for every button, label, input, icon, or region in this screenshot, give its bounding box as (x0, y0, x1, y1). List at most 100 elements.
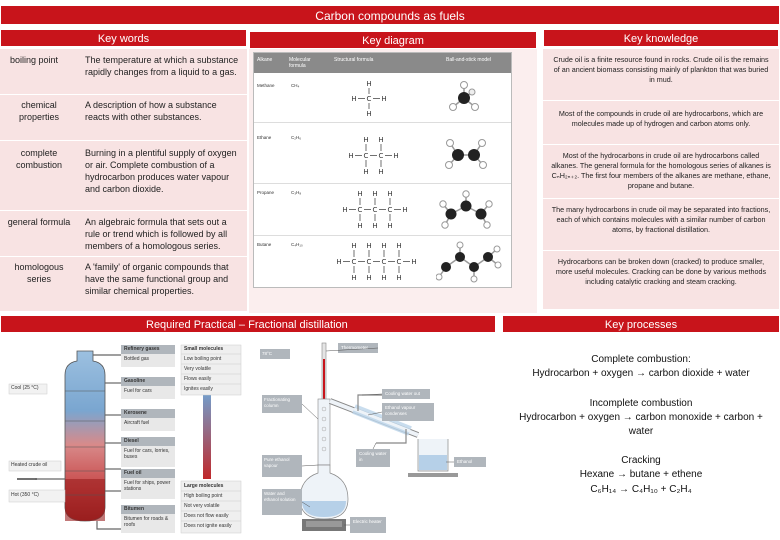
svg-text:C: C (358, 206, 363, 214)
svg-text:C: C (382, 258, 387, 266)
alkane-name: Ethane (257, 135, 272, 140)
key-word-term: complete combustion (15, 148, 63, 170)
svg-text:H: H (402, 206, 407, 214)
page-title: Carbon compounds as fuels (315, 9, 465, 23)
svg-text:H: H (363, 168, 368, 176)
cooling-water-out-label: Cooling water out (385, 391, 421, 396)
distillation-apparatus (260, 342, 486, 533)
key-knowledge-header: Key knowledge (543, 29, 779, 47)
key-word-row: homologous series A 'family' of organic … (0, 257, 247, 311)
key-processes-header: Key processes (502, 315, 780, 333)
svg-text:H: H (366, 110, 371, 118)
svg-text:C: C (379, 152, 384, 160)
key-diagram-panel: Alkane Molecular formula Structural form… (249, 49, 537, 313)
fraction-use: Fuel for cars (124, 388, 152, 394)
small-molecules-property: Ignites easily (184, 386, 213, 392)
incomplete-combustion-equation: Hydrocarbon + oxygen → carbon monoxide +… (519, 412, 763, 437)
svg-text:H: H (351, 95, 356, 103)
small-molecules-property: Very volatile (184, 366, 211, 372)
key-processes-title: Key processes (604, 319, 678, 331)
fractionating-column-label: Fractionating column (264, 397, 291, 408)
key-words-header: Key words (0, 29, 247, 47)
methane-ball-and-stick-model (449, 81, 479, 111)
svg-text:H: H (387, 190, 392, 198)
electric-heater-label: Electric heater (353, 519, 382, 524)
knowledge-item: The many hydrocarbons in crude oil may b… (543, 199, 779, 251)
alkane-formula: C₃H₈ (291, 190, 302, 195)
complete-combustion-title: Complete combustion: (591, 354, 691, 365)
key-word-row: chemical properties A description of how… (0, 95, 247, 141)
key-words-title: Key words (97, 33, 150, 45)
alkane-name: Methane (257, 83, 275, 88)
fraction-name: Bitumen (124, 506, 144, 512)
alkane-formula: C₂H₆ (291, 135, 302, 140)
alkane-formula: C₄H₁₀ (291, 242, 303, 247)
svg-text:C: C (364, 152, 369, 160)
key-diagram-title: Key diagram (362, 35, 424, 47)
large-molecules-property: Does not ignite easily (184, 523, 232, 529)
fraction-use: Aircraft fuel (124, 420, 150, 426)
knowledge-text: Most of the compounds in crude oil are h… (558, 109, 764, 128)
alkane-table: Alkane Molecular formula Structural form… (253, 52, 512, 288)
cracking-formula: C₆H₁₄ → C₄H₁₀ + C₂H₄ (590, 484, 692, 495)
svg-text:H: H (381, 242, 386, 250)
key-knowledge-panel: Crude oil is a finite resource found in … (543, 49, 779, 309)
key-word-definition: Burning in a plentiful supply of oxygen … (85, 148, 237, 194)
alkane-table-header: Alkane Molecular formula Structural form… (254, 53, 511, 73)
temperature-label: 78°C (262, 351, 273, 356)
fraction-use: Bottled gas (124, 356, 150, 362)
alkane-name: Butane (257, 242, 272, 247)
key-word-row: boiling point The temperature at which a… (0, 49, 247, 95)
knowledge-text: Hydrocarbons can be broken down (cracked… (555, 257, 767, 286)
hot-label: Hot (350 °C) (11, 492, 39, 498)
butane-ball-and-stick-model (436, 241, 502, 283)
fraction-use: Fuel for cars, lorries, buses (124, 448, 170, 460)
svg-text:H: H (411, 258, 416, 266)
key-knowledge-title: Key knowledge (623, 33, 699, 45)
distillation-apparatus-diagram: 78°C Thermometer Fractionating column Co… (258, 339, 492, 535)
water-ethanol-solution-label: Water and ethanol solution (264, 491, 296, 502)
key-word-term: general formula (7, 217, 71, 227)
fraction-name: Fuel oil (124, 470, 142, 476)
svg-text:H: H (351, 242, 356, 250)
cooling-water-in-label: Cooling water in (359, 451, 387, 462)
svg-text:H: H (336, 258, 341, 266)
key-word-term: chemical properties (18, 100, 60, 122)
knowledge-text: The many hydrocarbons in crude oil may b… (551, 205, 771, 234)
large-molecules-property: Not very volatile (184, 503, 220, 509)
svg-text:H: H (357, 222, 362, 230)
cool-label: Cool (25 °C) (11, 385, 39, 391)
key-processes-panel: Complete combustion: Hydrocarbon + oxyge… (502, 335, 780, 540)
key-word-definition: An algebraic formula that sets out a rul… (85, 217, 228, 251)
svg-text:H: H (378, 136, 383, 144)
knowledge-item: Hydrocarbons can be broken down (cracked… (543, 251, 779, 309)
svg-text:C: C (367, 95, 372, 103)
svg-text:H: H (366, 242, 371, 250)
svg-text:H: H (342, 206, 347, 214)
col-molecular-formula: Molecular formula (289, 57, 311, 69)
knowledge-item: Most of the compounds in crude oil are h… (543, 101, 779, 145)
incomplete-combustion-title: Incomplete combustion (589, 398, 693, 409)
fraction-name: Refinery gases (124, 346, 160, 352)
svg-text:C: C (367, 258, 372, 266)
svg-text:H: H (357, 190, 362, 198)
practical-title: Required Practical – Fractional distilla… (146, 319, 348, 331)
svg-text:H: H (348, 152, 353, 160)
key-word-definition: The temperature at which a substance rap… (85, 55, 239, 77)
fraction-use: Fuel for ships, power stations (124, 480, 171, 492)
small-molecules-property: Flows easily (184, 376, 212, 382)
fraction-name: Gasoline (124, 378, 146, 384)
thermometer-label: Thermometer (341, 345, 369, 350)
fraction-name: Kerosene (124, 410, 147, 416)
key-word-definition: A 'family' of organic compounds that hav… (85, 262, 229, 296)
svg-text:C: C (352, 258, 357, 266)
large-molecules-heading: Large molecules (184, 483, 224, 489)
svg-text:H: H (366, 80, 371, 88)
svg-text:H: H (381, 274, 386, 282)
